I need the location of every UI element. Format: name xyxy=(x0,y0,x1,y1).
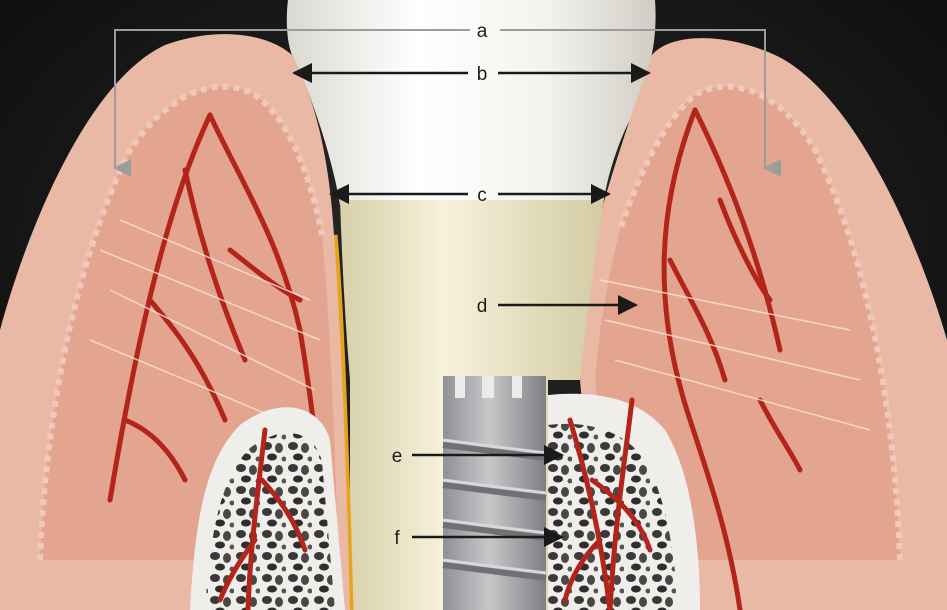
label-a: a xyxy=(477,21,488,42)
label-e: e xyxy=(392,446,403,467)
label-c: c xyxy=(477,185,487,206)
label-b: b xyxy=(477,64,488,85)
label-f: f xyxy=(394,528,400,549)
implant-body xyxy=(443,376,546,610)
label-d: d xyxy=(477,296,488,317)
